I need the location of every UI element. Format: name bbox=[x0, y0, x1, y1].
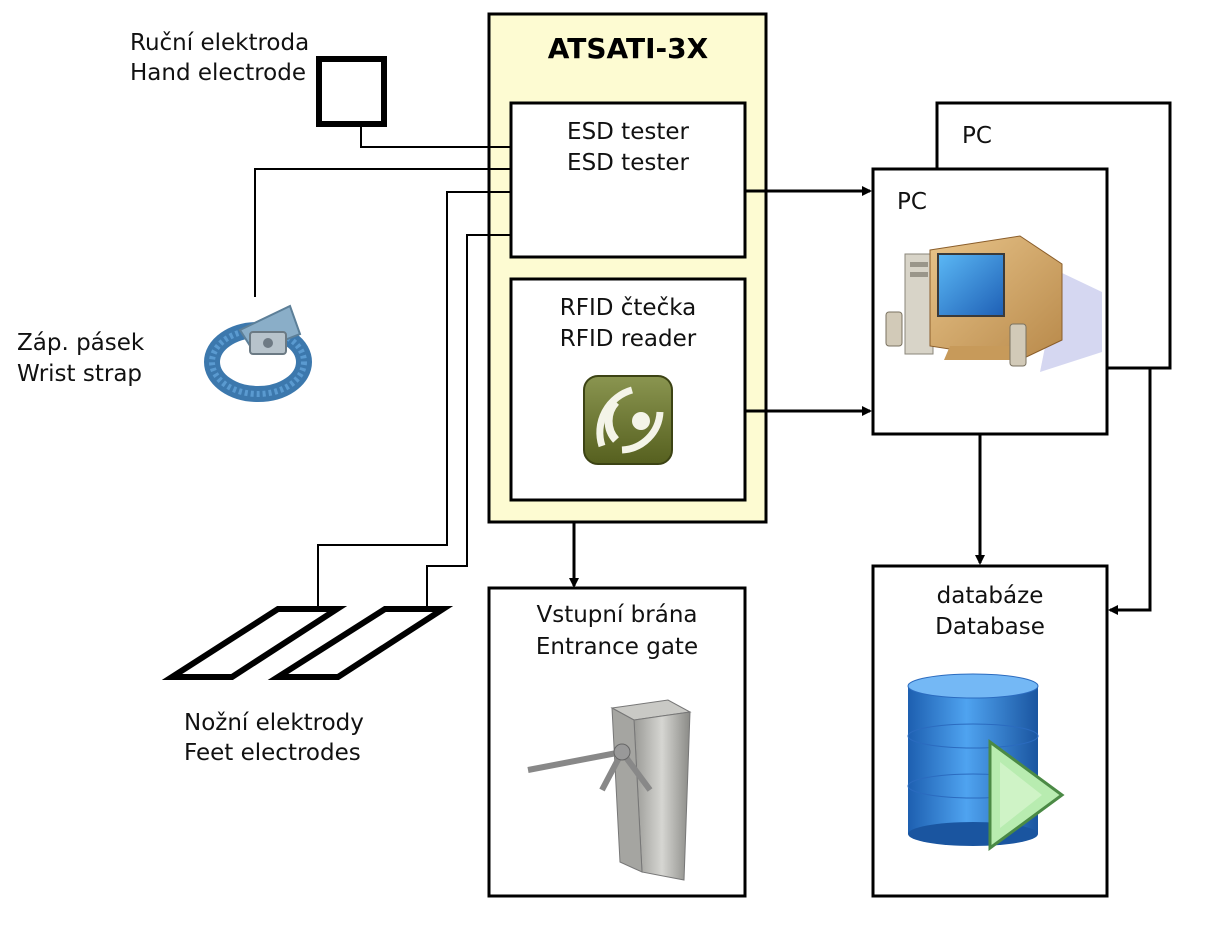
database-label-1: databáze bbox=[937, 583, 1044, 609]
esd-tester-label-2: ESD tester bbox=[567, 150, 689, 176]
hand-electrode-icon bbox=[316, 56, 387, 127]
foot-plate-left bbox=[161, 606, 348, 680]
entrance-gate-label-2: Entrance gate bbox=[536, 634, 698, 660]
wrist-strap: Záp. pásek Wrist strap bbox=[17, 304, 312, 402]
feet-electrodes-label-2: Feet electrodes bbox=[184, 740, 361, 766]
rfid-icon bbox=[583, 375, 673, 465]
database-icon bbox=[907, 673, 1065, 851]
esd-tester-label-1: ESD tester bbox=[567, 119, 689, 145]
pc-back-label: PC bbox=[962, 123, 992, 149]
pc-front: PC bbox=[871, 167, 1109, 436]
arrow-pcback-to-database bbox=[1108, 368, 1152, 615]
pc-front-label: PC bbox=[897, 189, 927, 215]
feet-electrodes-label-1: Nožní elektrody bbox=[184, 710, 364, 736]
entrance-gate: Vstupní brána Entrance gate bbox=[487, 586, 747, 898]
rfid-reader-label-2: RFID reader bbox=[560, 326, 697, 352]
wrist-strap-label-2: Wrist strap bbox=[17, 361, 142, 387]
feet-electrodes: Nožní elektrody Feet electrodes bbox=[161, 606, 454, 766]
wrist-strap-icon bbox=[204, 304, 312, 402]
hand-electrode-label-2: Hand electrode bbox=[130, 60, 306, 86]
turnstile-icon bbox=[527, 699, 692, 881]
computer-icon bbox=[885, 235, 1102, 372]
esd-tester-block: ESD tester ESD tester bbox=[509, 101, 747, 259]
entrance-gate-label-1: Vstupní brána bbox=[536, 602, 697, 628]
rfid-reader-block: RFID čtečka RFID reader bbox=[509, 277, 747, 502]
hand-electrode: Ruční elektroda Hand electrode bbox=[130, 30, 387, 127]
atsati-title: ATSATI-3X bbox=[548, 32, 709, 65]
esd-input-wires bbox=[254, 124, 511, 608]
wrist-strap-label-1: Záp. pásek bbox=[17, 330, 145, 356]
rfid-reader-label-1: RFID čtečka bbox=[560, 295, 696, 321]
hand-electrode-label-1: Ruční elektroda bbox=[130, 30, 309, 56]
atsati-device: ATSATI-3X ESD tester ESD tester RFID čte… bbox=[487, 12, 768, 524]
foot-plate-right bbox=[267, 606, 454, 680]
database-label-2: Database bbox=[935, 614, 1045, 640]
database: databáze Database bbox=[871, 564, 1109, 898]
